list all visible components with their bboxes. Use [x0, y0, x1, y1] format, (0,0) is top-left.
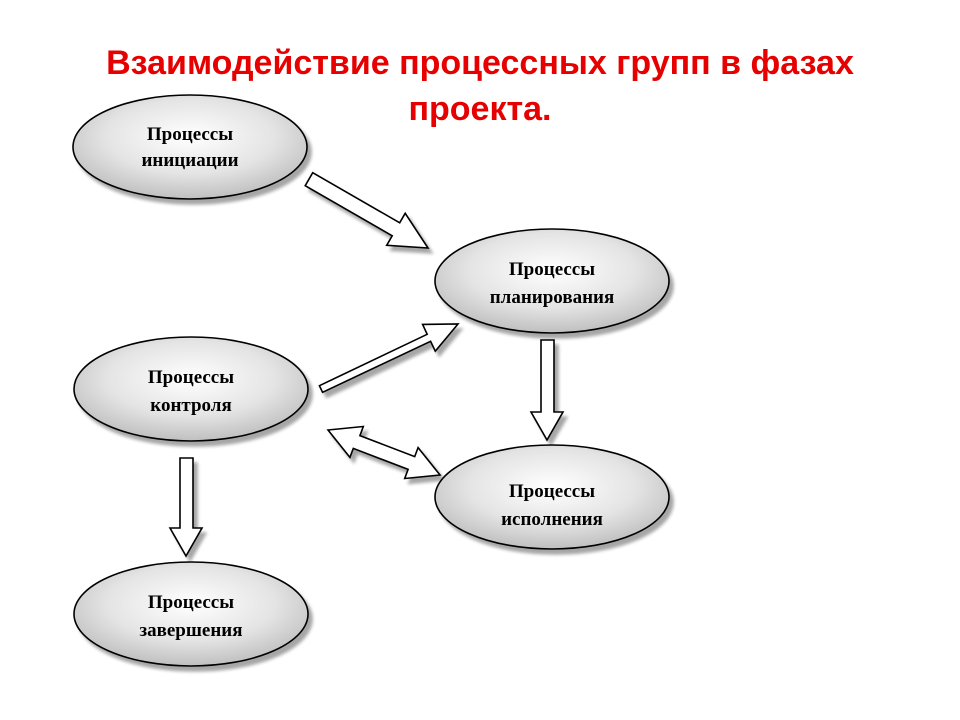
ellipse-initiation — [72, 94, 308, 200]
arrow-initiation-to-planning — [304, 171, 430, 249]
arrow-planning-to-execution — [529, 339, 565, 442]
node-closing-line2: завершения — [139, 620, 242, 641]
node-planning: Процессы планирования — [434, 228, 670, 334]
diagram-title: Взаимодействие процессных групп в фазах … — [0, 40, 960, 132]
node-control-line2: контроля — [150, 395, 231, 416]
node-execution-line1: Процессы — [509, 481, 595, 502]
node-execution: Процессы исполнения — [434, 444, 670, 550]
node-planning-line2: планирования — [490, 287, 615, 308]
arrow-control-to-closing — [168, 457, 204, 558]
node-execution-line2: исполнения — [501, 509, 603, 530]
node-planning-line1: Процессы — [509, 259, 595, 280]
arrow-control-execution-bidirectional — [326, 425, 442, 480]
ellipse-execution — [434, 444, 670, 550]
node-closing-line1: Процессы — [148, 592, 234, 613]
ellipse-planning — [434, 228, 670, 334]
node-initiation-line2: инициации — [141, 150, 238, 171]
ellipse-closing — [73, 561, 309, 667]
node-initiation: Процессы инициации — [72, 94, 308, 200]
node-control-line1: Процессы — [148, 367, 234, 388]
node-initiation-line1: Процессы — [147, 124, 233, 145]
node-closing: Процессы завершения — [73, 561, 309, 667]
title-line-1: Взаимодействие процессных групп в фазах — [106, 44, 854, 82]
ellipse-control — [73, 336, 309, 442]
node-control: Процессы контроля — [73, 336, 309, 442]
title-line-2: проекта. — [408, 90, 552, 128]
arrow-control-to-planning — [318, 323, 460, 394]
